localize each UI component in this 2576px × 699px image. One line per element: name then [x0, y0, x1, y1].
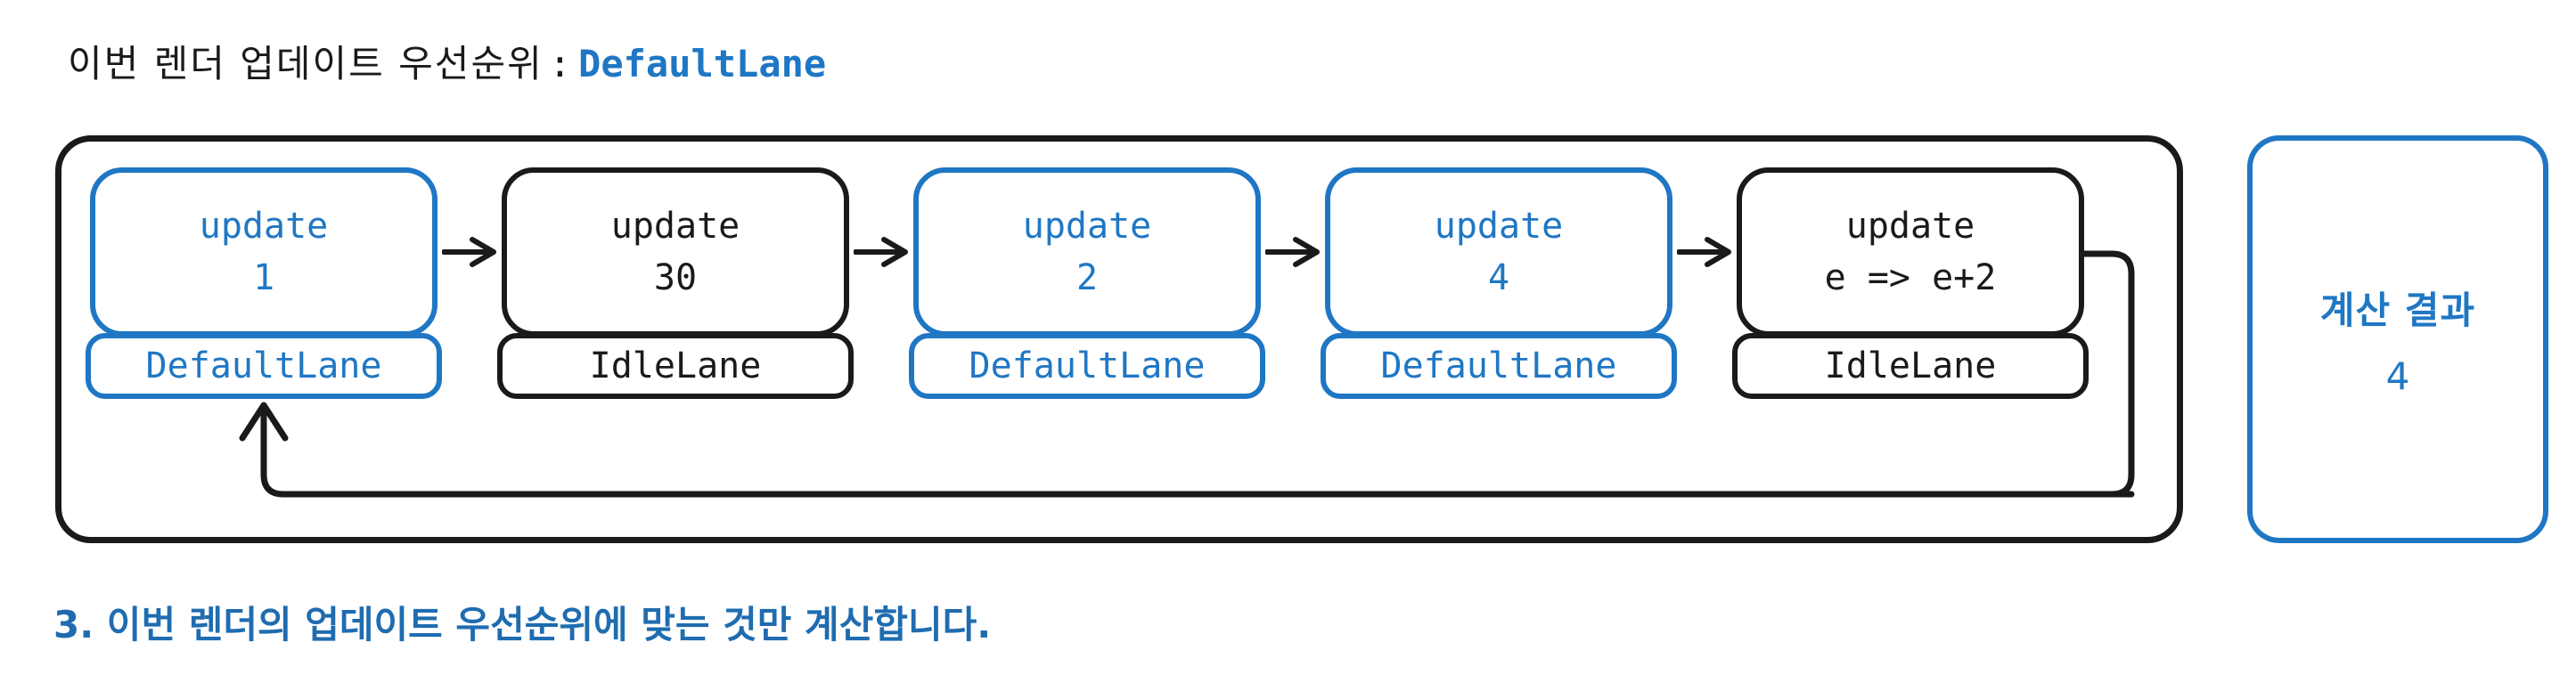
queue-node-body: update 4 — [1325, 167, 1672, 337]
arrow-right-icon — [442, 167, 497, 337]
arrow-right-icon — [1677, 167, 1732, 337]
queue-node-title: update — [1022, 206, 1152, 247]
queue-node-value: e => e+2 — [1824, 257, 1997, 298]
queue-node-lane-badge: IdleLane — [497, 333, 854, 399]
queue-node-lane-label: IdleLane — [1824, 345, 1997, 386]
queue-node-body: update 2 — [913, 167, 1261, 337]
queue-node[interactable]: update 2 DefaultLane — [909, 167, 1265, 399]
queue-node-value: 4 — [1487, 257, 1510, 298]
queue-node-lane-badge: IdleLane — [1732, 333, 2089, 399]
queue-node-title: update — [610, 206, 740, 247]
page-title-lane-value: DefaultLane — [578, 42, 827, 85]
queue-node-body: update e => e+2 — [1737, 167, 2084, 337]
calculation-result-label: 계산 결과 — [2319, 289, 2476, 332]
calculation-result-box: 계산 결과 4 — [2247, 135, 2548, 543]
queue-node-value: 30 — [653, 257, 698, 298]
queue-node-lane-label: DefaultLane — [969, 345, 1206, 386]
queue-node[interactable]: update e => e+2 IdleLane — [1732, 167, 2089, 399]
queue-node-lane-badge: DefaultLane — [909, 333, 1265, 399]
queue-node-title: update — [199, 206, 329, 247]
update-queue-node-row: update 1 DefaultLane update 30 IdleLane … — [86, 167, 2089, 399]
queue-node-body: update 1 — [90, 167, 438, 337]
page-title: 이번 렌더 업데이트 우선순위 : DefaultLane — [68, 34, 826, 88]
queue-node-lane-label: DefaultLane — [145, 345, 382, 386]
arrow-right-icon — [854, 167, 909, 337]
queue-node[interactable]: update 1 DefaultLane — [86, 167, 442, 399]
queue-node-lane-badge: DefaultLane — [86, 333, 442, 399]
update-queue-container — [55, 135, 2183, 543]
calculation-result-value: 4 — [2385, 354, 2410, 398]
page-title-label: 이번 렌더 업데이트 우선순위 — [68, 42, 544, 85]
queue-node[interactable]: update 4 DefaultLane — [1321, 167, 1677, 399]
queue-node-title: update — [1845, 206, 1975, 247]
queue-node[interactable]: update 30 IdleLane — [497, 167, 854, 399]
queue-node-lane-badge: DefaultLane — [1321, 333, 1677, 399]
figure-caption: 3. 이번 렌더의 업데이트 우선순위에 맞는 것만 계산합니다. — [53, 603, 992, 646]
arrow-right-icon — [1265, 167, 1321, 337]
queue-node-lane-label: DefaultLane — [1380, 345, 1617, 386]
queue-node-value: 1 — [252, 257, 275, 298]
queue-node-body: update 30 — [502, 167, 849, 337]
queue-node-lane-label: IdleLane — [589, 345, 762, 386]
queue-node-title: update — [1434, 206, 1564, 247]
page-title-colon: : — [548, 42, 574, 85]
queue-node-value: 2 — [1075, 257, 1099, 298]
